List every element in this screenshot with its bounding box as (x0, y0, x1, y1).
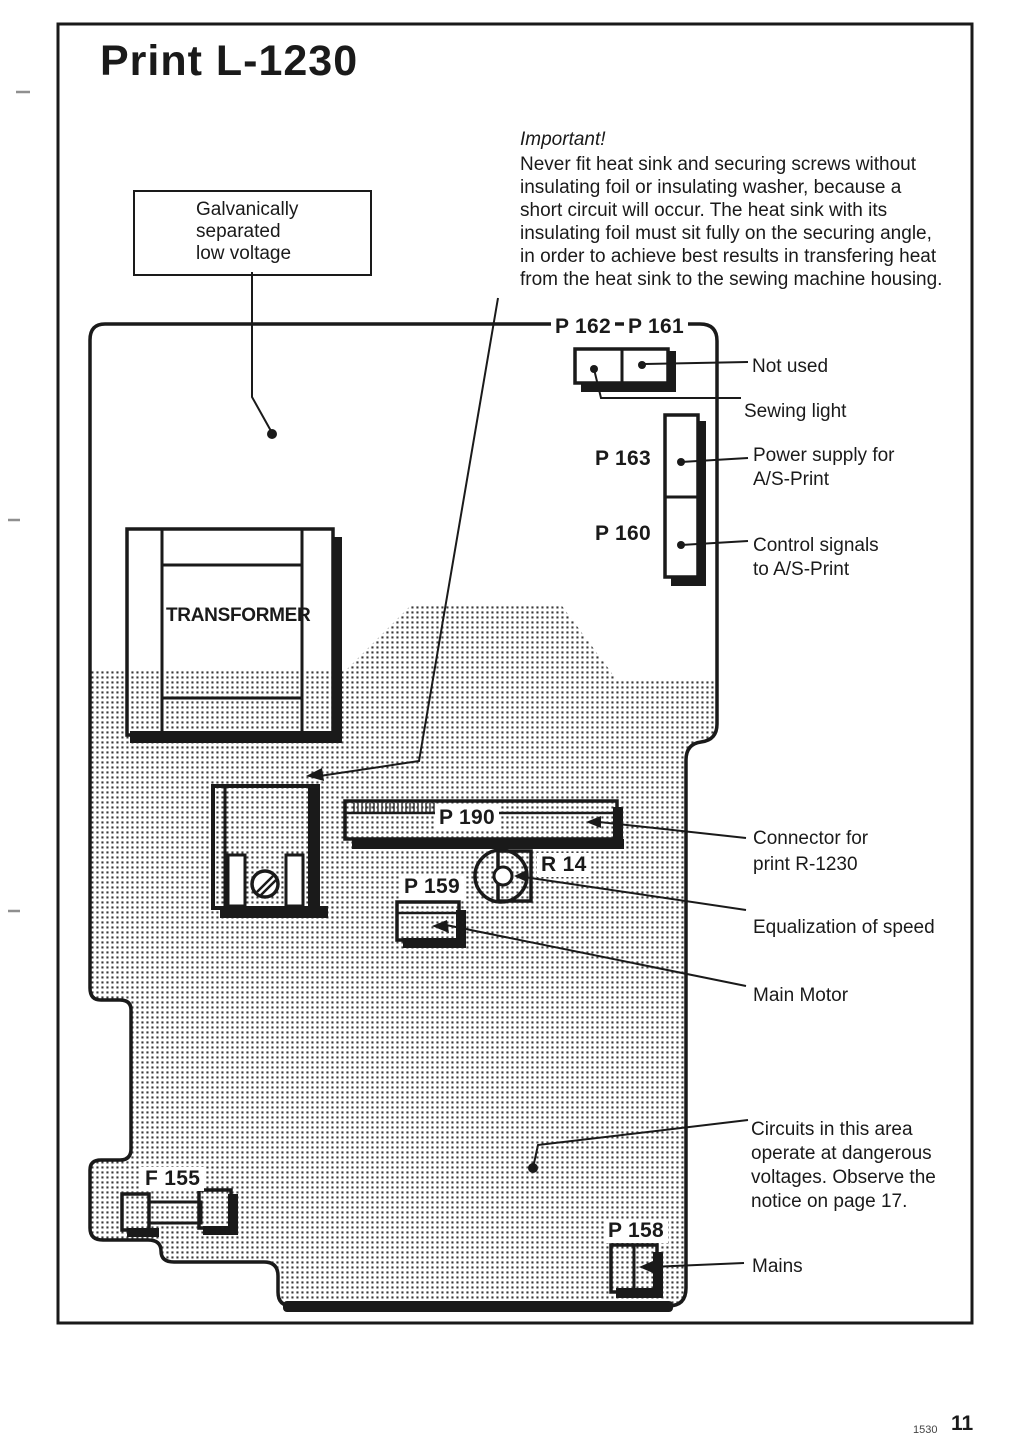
fuse-f155 (120, 1188, 238, 1237)
annotation-danger: operate at dangerous (751, 1143, 932, 1164)
leader-important (312, 297, 499, 778)
leader-main-motor (445, 924, 747, 987)
leader-power-supply (680, 457, 749, 463)
heat-sink (211, 784, 328, 918)
arrow-icon (586, 816, 601, 828)
footer-page-number: 11 (951, 1412, 974, 1435)
transformer-label: TRANSFORMER (166, 605, 311, 626)
galvanic-line: separated (196, 221, 281, 242)
leader-mains (649, 1262, 745, 1268)
board-bottom-thick-edge (283, 1301, 673, 1312)
label-r14: R 14 (537, 853, 591, 878)
annotation-connector-r1230: print R-1230 (753, 854, 858, 875)
annotation-control-signals: to A/S-Print (753, 559, 850, 580)
connector-p163-p160 (663, 413, 706, 586)
leader-not-used (644, 361, 749, 365)
label-p161: P 161 (624, 315, 688, 340)
arrow-icon (514, 870, 527, 882)
annotation-equalization: Equalization of speed (753, 917, 935, 938)
leader-dot (528, 1163, 538, 1173)
arrow-icon (432, 920, 449, 933)
leader-equalization (523, 876, 747, 911)
label-p158: P 158 (604, 1219, 668, 1244)
annotation-not-used: Not used (752, 356, 829, 377)
annotation-main-motor: Main Motor (753, 985, 849, 1006)
connector-p158 (609, 1243, 663, 1298)
annotation-danger: notice on page 17. (751, 1191, 908, 1212)
connector-p162-p161 (573, 347, 676, 392)
leader-dot (267, 429, 277, 439)
important-line: insulating foil or insulating washer, be… (520, 177, 902, 198)
important-line: insulating foil must sit fully on the se… (520, 223, 932, 244)
leader-galvanic (251, 272, 272, 432)
important-line: short circuit will occur. The heat sink … (520, 200, 888, 221)
arrow-icon (639, 1261, 653, 1273)
page-title: Print L-1230 (100, 37, 359, 85)
annotation-connector-r1230: Connector for (753, 828, 869, 849)
annotation-danger: voltages. Observe the (751, 1167, 936, 1188)
footer-doc-number: 1530 (913, 1424, 938, 1436)
pcb-outline (88, 322, 719, 1312)
transformer (125, 527, 342, 743)
potentiometer-r14 (473, 848, 533, 904)
annotation-mains: Mains (752, 1256, 803, 1277)
annotation-power-supply: Power supply for (753, 445, 895, 466)
annotation-power-supply: A/S-Print (753, 469, 830, 490)
important-line: Never fit heat sink and securing screws … (520, 154, 917, 175)
leader-lines (251, 272, 749, 1268)
galvanic-line: Galvanically (196, 199, 299, 220)
leader-sewing-light (593, 368, 741, 399)
label-p162: P 162 (551, 315, 615, 340)
leader-control-signals (680, 540, 749, 546)
leader-danger (532, 1119, 749, 1169)
important-heading: Important! (520, 129, 606, 150)
arrow-icon (306, 768, 324, 781)
annotation-control-signals: Control signals (753, 535, 879, 556)
annotation-danger: Circuits in this area (751, 1119, 913, 1140)
hv-dotted-area (90, 606, 717, 1304)
label-p163: P 163 (595, 447, 651, 470)
important-line: in order to achieve best results in tran… (520, 246, 937, 267)
galvanic-callout-box (133, 190, 372, 276)
page-frame (56, 22, 974, 1325)
important-line: from the heat sink to the sewing machine… (520, 269, 943, 290)
scan-artifacts (8, 90, 30, 913)
annotation-sewing-light: Sewing light (744, 401, 847, 422)
label-f155: F 155 (141, 1167, 205, 1192)
galvanic-line: low voltage (196, 243, 292, 264)
label-p159: P 159 (400, 875, 464, 900)
label-p160: P 160 (595, 522, 651, 545)
leader-connector-r1230 (598, 821, 747, 839)
label-p190: P 190 (435, 806, 499, 831)
